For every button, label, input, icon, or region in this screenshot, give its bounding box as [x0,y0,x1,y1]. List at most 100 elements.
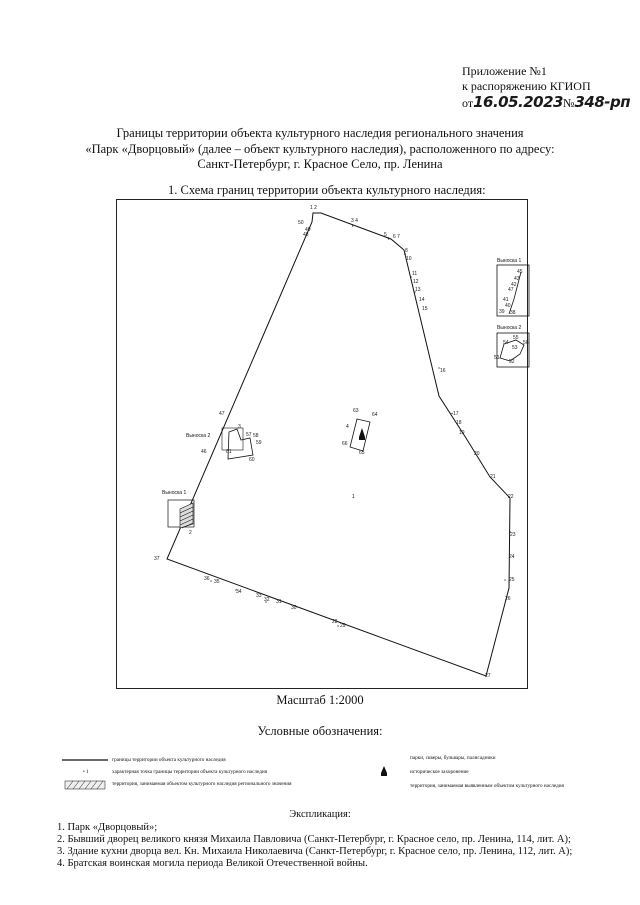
inset-1-point-39: 39 [499,309,505,315]
order-date-line: от16.05.2023№348-рп [462,93,631,111]
point-65: 65 [359,450,365,456]
point-22: 22 [508,494,514,500]
legend-burial-text: историческое захоронение [410,769,469,775]
point-15: 15 [422,306,428,312]
inset-2-point-55: 55 [513,335,519,341]
park-label-1: 1 [352,494,355,500]
point-35: 35 [214,579,220,585]
legend-point-text: характерная точка границы территории объ… [112,769,267,775]
point-46: 46 [201,449,207,455]
inset-2-title: Выноска 2 [497,325,522,331]
legend-boundary-text: границы территории объекта культурного н… [112,757,226,763]
callout-2-building [221,427,254,460]
inset-2-point-56: 56 [523,340,529,346]
point-61: 61 [226,449,232,455]
point-24: 24 [509,554,515,560]
inset-1-point-43: 43 [514,276,520,282]
legend-burial-symbol [381,766,387,776]
inset-1-point-40: 40 [505,303,511,309]
point-21: 21 [490,474,496,480]
point-60: 60 [249,457,255,463]
inset-2-line [499,339,525,362]
point-5: 5 [384,232,387,238]
point-14: 14 [419,297,425,303]
point-66: 66 [342,441,348,447]
point-58: 58 [253,433,259,439]
order-number: 348-рп [574,93,631,111]
point-47: 47 [219,411,225,417]
inset-2-point-52: 52 [509,359,515,365]
point-63: 63 [353,408,359,414]
point-1-2: 1 2 [310,205,317,211]
inset-2-frame [496,332,530,368]
number-prefix: № [563,96,575,110]
territory-boundary [166,212,511,677]
point-12: 12 [413,279,419,285]
section-1-heading: 1. Схема границ территории объекта культ… [168,183,486,197]
point-57: 57 [246,432,252,438]
point-19: 19 [459,430,465,436]
point-31: 31 [276,599,282,605]
point-16: 16 [440,368,446,374]
point-11: 11 [412,271,418,277]
inset-2-point-53: 53 [512,345,518,351]
legend-other-text: территория, занимаемая выявленным объект… [410,783,564,789]
memorial-label-4: 4 [346,424,349,430]
boundary-ticks [210,223,511,627]
title-line-1: Границы территории объекта культурного н… [116,126,524,140]
inset-1-line [508,271,522,315]
order-date: 16.05.2023 [473,93,563,111]
callout-2-label: Выноска 2 [186,433,211,439]
inset-1-point-47: 47 [508,287,514,293]
point-59: 59 [256,440,262,446]
point-17: 17 [453,411,459,417]
title-line-2: «Парк «Дворцовый» (далее – объект культу… [85,141,555,156]
point-50: 50 [298,220,304,226]
inset-2-point-54: 54 [503,340,509,346]
appendix-label: Приложение №1 [462,64,547,78]
legend-point-marker: • 1 [83,769,89,775]
point-64: 64 [372,412,378,418]
point-6-7: 6 7 [393,234,400,240]
explication-item-4: 4. Братская воинская могила периода Вели… [57,858,368,869]
document-title: Границы территории объекта культурного н… [0,126,640,173]
point-30: 30 [291,605,297,611]
point-48: 48 [303,232,309,238]
inset-1-point-41: 41 [503,297,509,303]
point-36: 36 [204,576,210,582]
point-20: 20 [474,451,480,457]
point-32: 32 [264,597,270,603]
point-8: 8 [405,248,408,254]
point-37: 37 [154,556,160,562]
callout-1-label: Выноска 1 [162,490,187,496]
inset-1-point-42: 42 [511,282,517,288]
point-29: 29 [340,623,346,629]
point-28: 28 [332,619,338,625]
legend-park-text: парки, скверы, бульвары, палисадники [410,755,496,761]
point-27: 27 [485,673,491,679]
explication-title: Экспликация: [289,809,351,820]
point-3: 3 [238,424,241,430]
explication-item-3: 3. Здание кухни дворца вел. Кн. Михаила … [57,846,573,857]
point-13: 13 [415,287,421,293]
inset-1-point-45: 45 [517,269,523,275]
explication-item-1: 1. Парк «Дворцовый»; [57,822,158,833]
map-scale: Масштаб 1:2000 [276,693,364,707]
point-3-4: 3 4 [351,218,358,224]
inset-1-title: Выноска 1 [497,258,522,264]
inset-1-point-38: 38 [510,310,516,316]
legend-hatched-text: территория, занимаемая объектом культурн… [112,781,292,787]
legend-title: Условные обозначения: [257,724,383,738]
title-line-3: Санкт-Петербург, г. Красное Село, пр. Ле… [197,157,443,171]
date-prefix: от [462,96,474,110]
point-25: 25 [509,577,515,583]
memorial-site [349,418,371,452]
inset-1-frame [496,264,530,317]
point-34: 34 [236,589,242,595]
point-18: 18 [456,420,462,426]
inset-2-point-51: 51 [494,355,500,361]
point-33: 33 [256,593,262,599]
order-label: к распоряжению КГИОП [462,79,591,93]
explication-item-2: 2. Бывший дворец великого князя Михаила … [57,834,571,845]
